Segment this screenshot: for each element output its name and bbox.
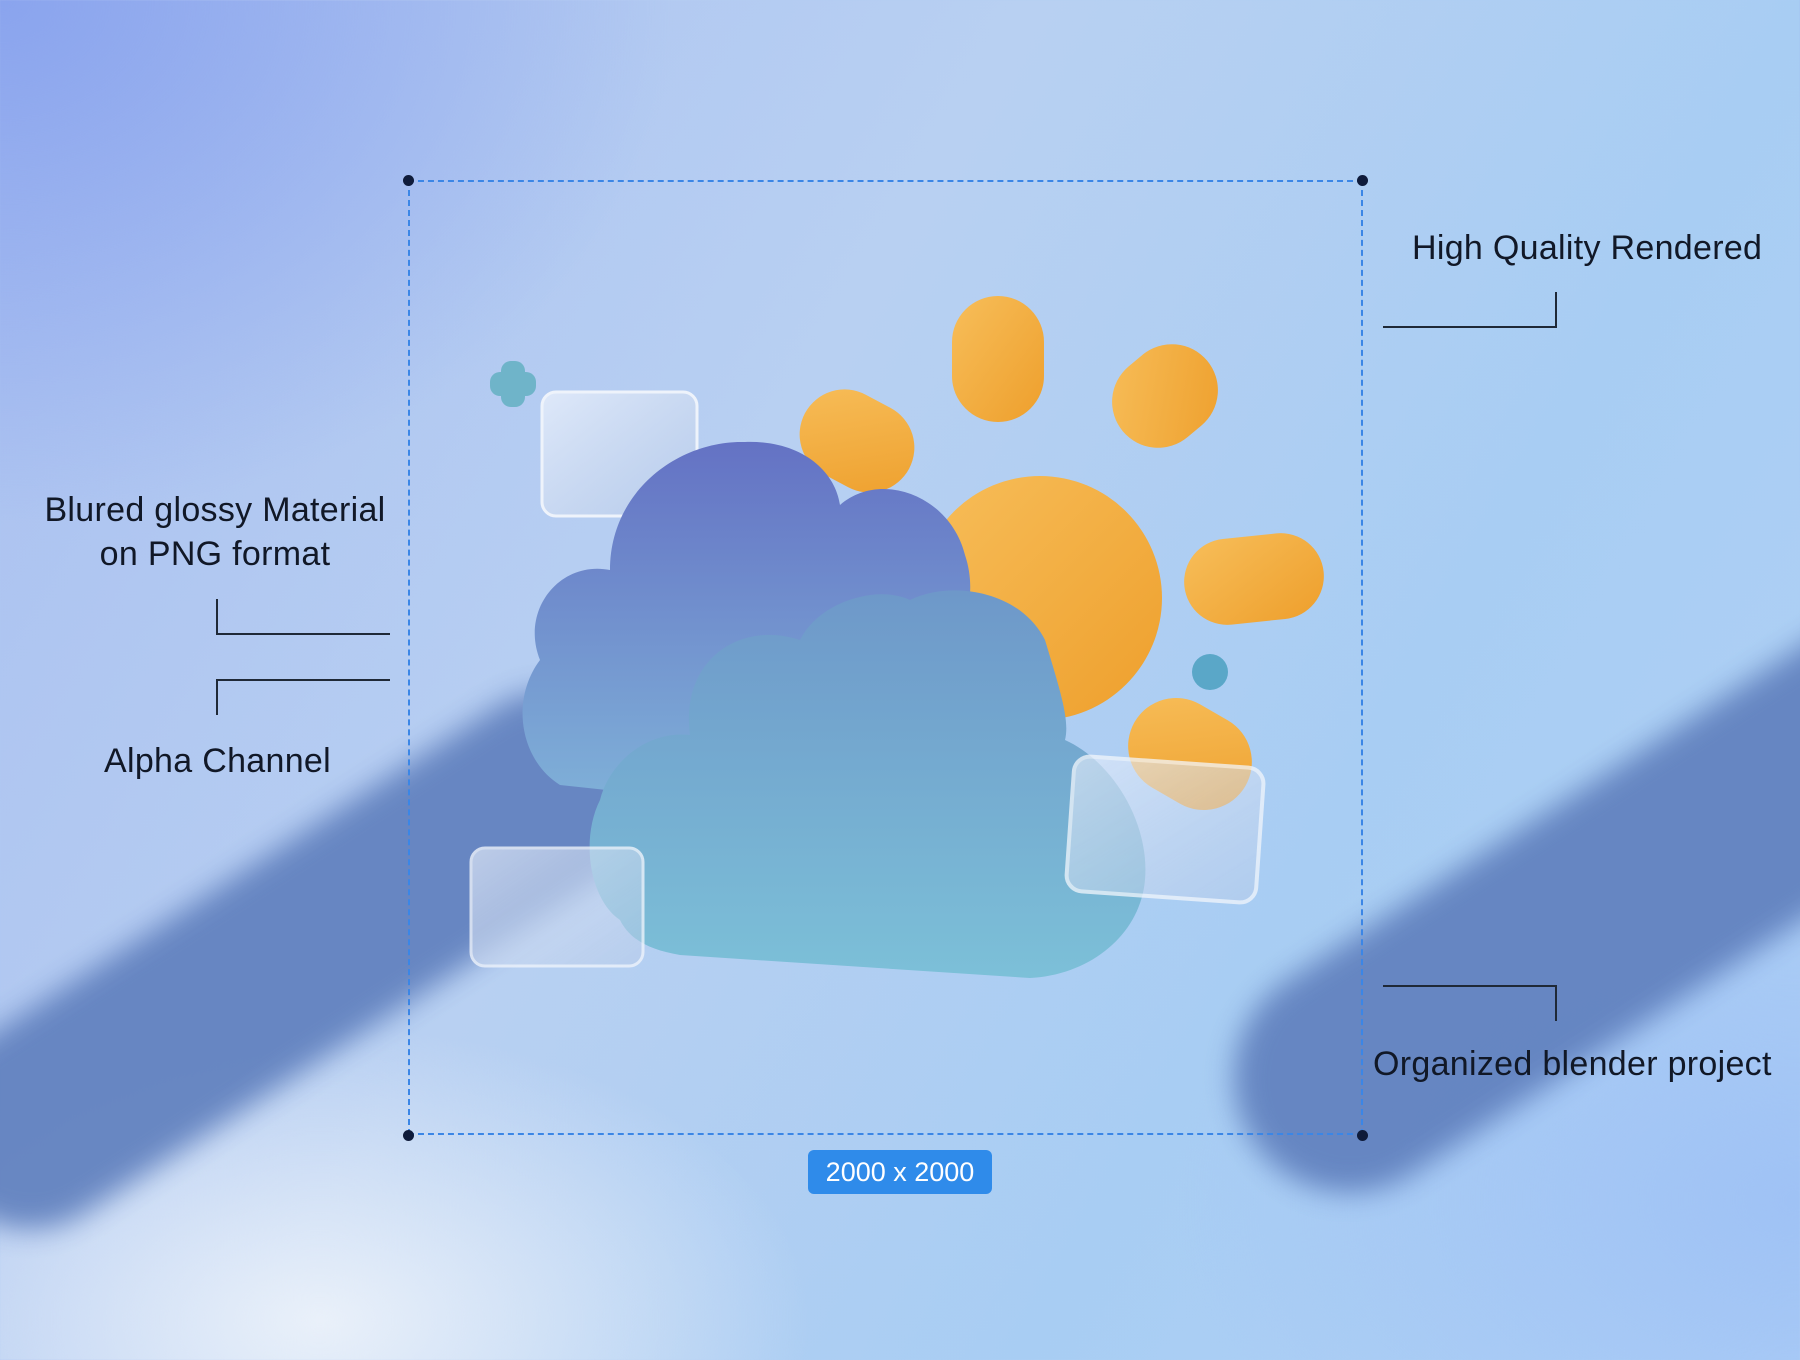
annotation-material: Blured glossy Material on PNG format — [40, 488, 390, 576]
canvas-frame — [408, 180, 1363, 1135]
connector-line — [216, 599, 390, 635]
front-cloud — [589, 590, 1146, 978]
annotation-material-line1: Blured glossy Material — [44, 491, 386, 529]
back-cloud — [522, 441, 971, 800]
glass-square — [469, 846, 645, 968]
sun-ray — [1112, 344, 1218, 448]
frame-corner-handle — [1357, 175, 1368, 186]
sun-ray — [799, 389, 915, 493]
frame-corner-handle — [1357, 1130, 1368, 1141]
teal-ball — [1192, 654, 1228, 690]
sun-ray — [952, 296, 1044, 422]
annotation-material-line2: on PNG format — [99, 535, 331, 573]
sun-rays — [799, 296, 1324, 810]
annotation-blender: Organized blender project — [1373, 1045, 1772, 1083]
annotation-high-quality: High Quality Rendered — [1412, 229, 1763, 267]
frame-corner-handle — [403, 175, 414, 186]
annotation-alpha: Alpha Channel — [104, 742, 331, 780]
connector-line — [1383, 292, 1557, 328]
frame-corner-handle — [403, 1130, 414, 1141]
sun-ray — [1184, 533, 1324, 625]
glass-square — [1064, 754, 1266, 905]
connector-line — [1383, 985, 1557, 1021]
plus-shape — [490, 361, 536, 407]
connector-line — [216, 679, 390, 715]
size-badge: 2000 x 2000 — [808, 1150, 992, 1194]
